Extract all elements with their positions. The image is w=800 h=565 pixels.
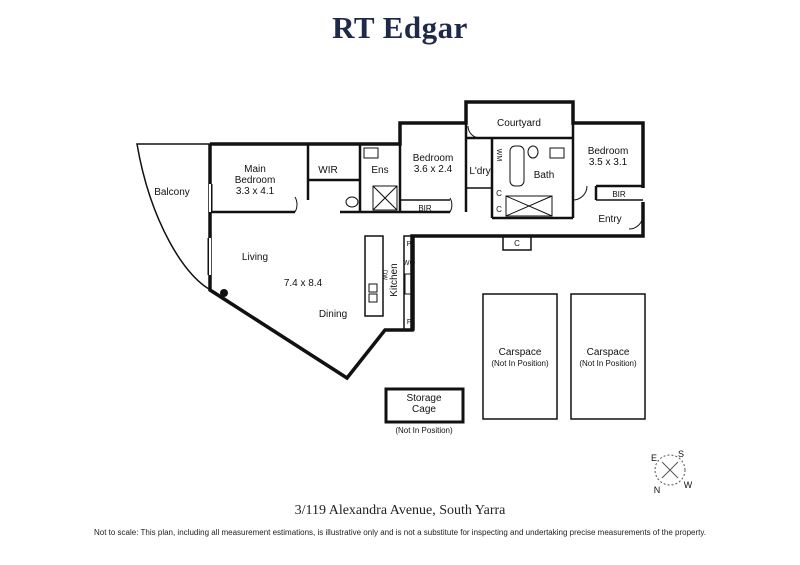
cupboard-c2: C (496, 205, 502, 214)
room-bedroom2: Bedroom (413, 153, 454, 164)
carspace2-title: Carspace (587, 347, 630, 358)
cupboard (502, 235, 532, 251)
brand-logo: RT Edgar (332, 10, 468, 45)
storage-title-1: Storage (406, 393, 441, 404)
storage-cage (384, 387, 465, 424)
cupboard-c1: C (496, 189, 502, 198)
room-dining: Dining (319, 309, 347, 320)
kitchen-f: F (407, 319, 411, 326)
cupboard-c3: C (514, 239, 520, 248)
compass-n: N (654, 485, 661, 495)
room-balcony: Balcony (154, 187, 190, 198)
door-swing (572, 185, 588, 201)
carspace-2 (570, 293, 646, 420)
door-swing (449, 197, 453, 213)
oven (404, 273, 414, 295)
kitchen-wo: WO (403, 260, 416, 267)
room-main-bedroom-dims: 3.3 x 4.1 (236, 186, 275, 197)
room-laundry: L'dry (469, 166, 490, 177)
column (220, 289, 228, 297)
kitchen-bench (403, 235, 415, 331)
carspace1-title: Carspace (499, 347, 542, 358)
toilet (345, 196, 359, 208)
room-bedroom2-dims: 3.6 x 2.4 (414, 164, 453, 175)
property-address: 3/119 Alexandra Avenue, South Yarra (294, 503, 506, 518)
basin (549, 147, 565, 159)
room-bath: Bath (534, 170, 555, 181)
storage-note: (Not In Position) (395, 426, 453, 435)
room-courtyard: Courtyard (497, 118, 541, 129)
carspace2-note: (Not In Position) (579, 359, 637, 368)
room-main-bedroom-1: Main (244, 164, 266, 175)
basin (363, 147, 379, 159)
kitchen-p: P (407, 241, 412, 248)
room-kitchen: Kitchen (389, 263, 400, 296)
storage-title-2: Cage (412, 404, 436, 415)
room-ens: Ens (371, 165, 388, 176)
room-bir-left: BIR (418, 204, 432, 213)
disclaimer: Not to scale: This plan, including all m… (93, 528, 707, 537)
door-swing (467, 125, 481, 139)
room-wir: WIR (318, 165, 337, 176)
door-swing (294, 196, 298, 213)
room-wm: WM (495, 149, 502, 162)
room-bedroom3-dims: 3.5 x 3.1 (589, 157, 628, 168)
toilet (527, 145, 539, 159)
room-bir-right: BIR (612, 190, 626, 199)
outer-wall (208, 144, 645, 381)
kitchen-island (364, 235, 384, 317)
compass-e: E (651, 453, 657, 463)
room-bedroom3: Bedroom (588, 146, 629, 157)
shower (372, 185, 398, 211)
bathtub-shower (505, 195, 553, 217)
floor-plan: Balcony Main Bedroom 3.3 x 4.1 WIR Ens B… (136, 100, 693, 495)
cooktop (368, 283, 378, 293)
bathtub (509, 145, 525, 187)
cooktop (368, 293, 378, 303)
room-main-bedroom-2: Bedroom (235, 175, 276, 186)
compass-w: W (684, 480, 693, 490)
door-swing (628, 214, 644, 230)
compass-s: S (678, 449, 684, 459)
room-living-dims: 7.4 x 8.4 (284, 278, 323, 289)
shower (505, 195, 553, 217)
compass-icon: E S N W (651, 449, 693, 495)
carspace-1 (482, 293, 558, 420)
shower (372, 185, 398, 211)
carspace1-note: (Not In Position) (491, 359, 549, 368)
room-entry: Entry (598, 214, 621, 225)
kitchen-dw: DW (381, 270, 387, 280)
room-living: Living (242, 252, 268, 263)
balcony-outline (136, 143, 348, 379)
